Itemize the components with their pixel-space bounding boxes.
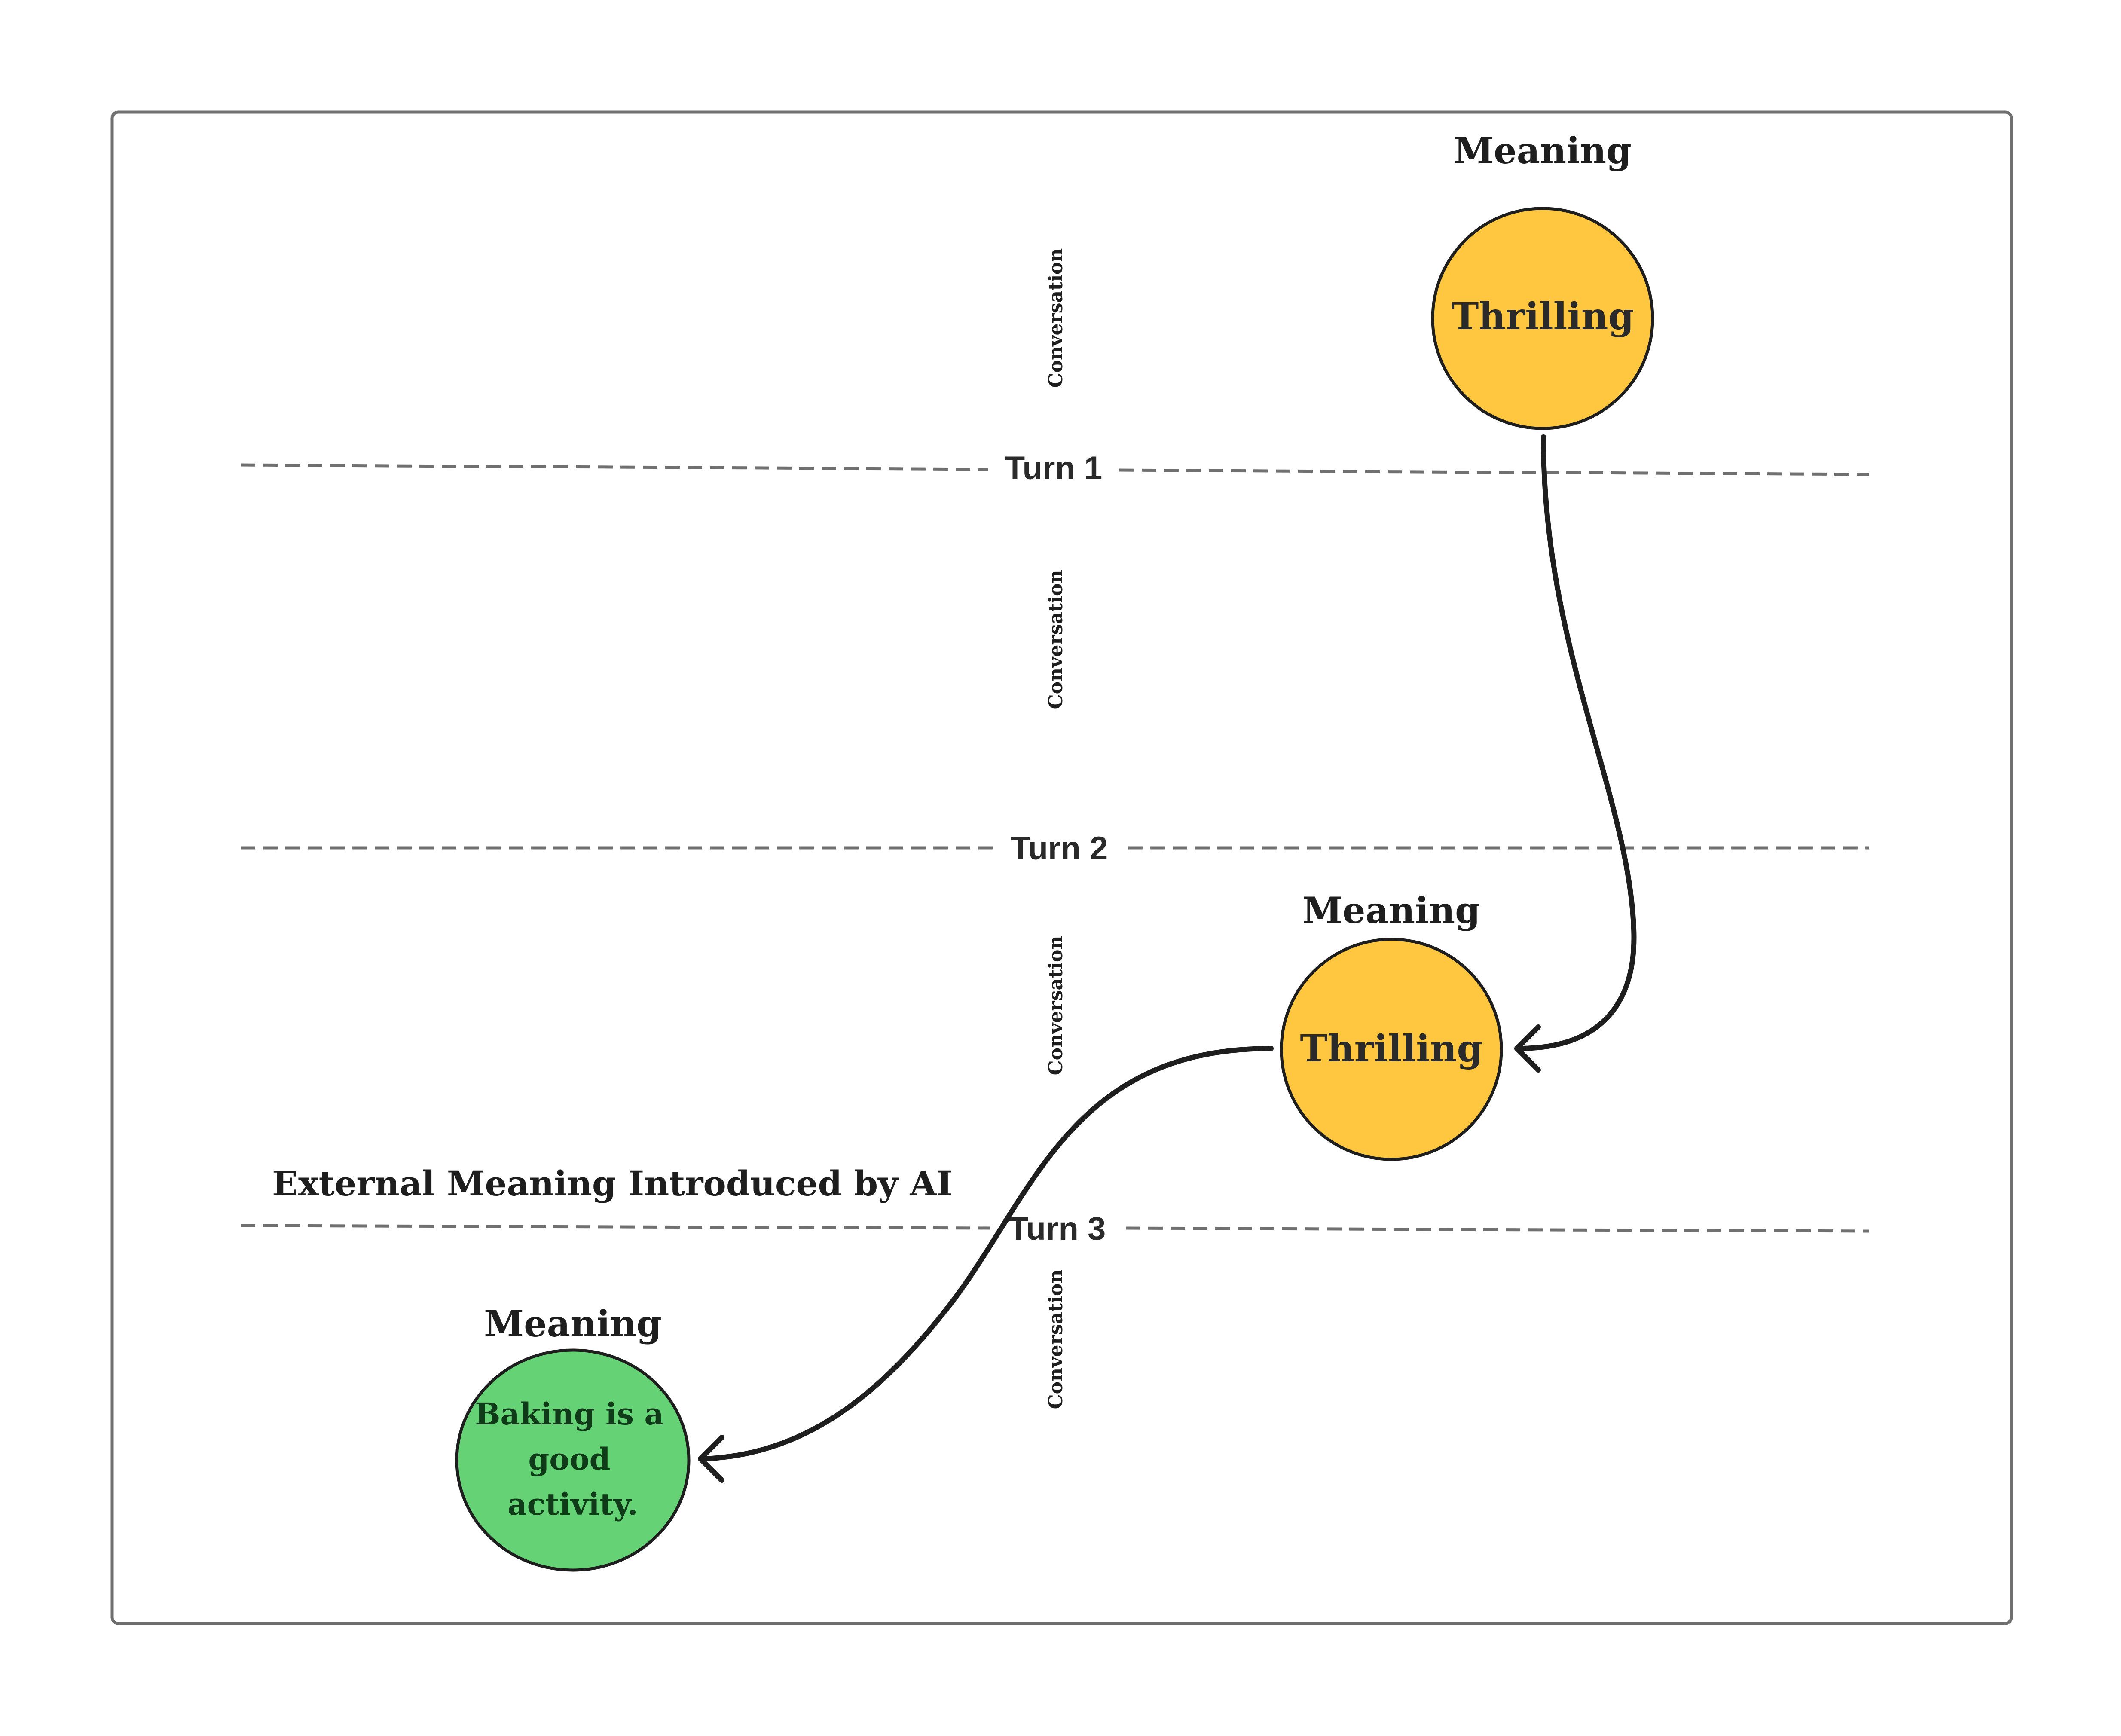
meaning-node-3: Meaning Baking is a good activity. [455, 1302, 691, 1572]
meaning-text-3-line-2: good [528, 1441, 610, 1477]
turn-label-1: Turn 1 [1005, 450, 1103, 486]
meaning-text-2: Thrilling [1300, 1027, 1482, 1070]
arrow-meaning-1-to-2 [1514, 434, 1637, 1073]
conversation-label-4: Conversation [1045, 1270, 1067, 1409]
meaning-circle-3 [455, 1348, 691, 1572]
conversation-label-2: Conversation [1045, 570, 1067, 709]
turn-label-3: Turn 3 [1009, 1210, 1106, 1247]
meaning-node-1: Meaning Thrilling [1431, 129, 1654, 430]
meaning-text-3-line-3: activity. [507, 1486, 638, 1522]
arrow-meaning-2-to-3 [698, 1046, 1274, 1483]
diagram-frame [110, 110, 2013, 1625]
meaning-heading-2: Meaning [1302, 889, 1480, 932]
meaning-text-3-line-1: Baking is a [475, 1396, 664, 1432]
turn-divider-1: Turn 1 [240, 450, 1870, 486]
turn-label-2: Turn 2 [1011, 830, 1108, 867]
meaning-circle-1 [1431, 207, 1654, 430]
conversation-label-1: Conversation [1045, 248, 1067, 388]
meaning-heading-3: Meaning [484, 1302, 662, 1345]
turn-divider-2: Turn 2 [241, 830, 1869, 867]
meaning-circle-2 [1280, 938, 1503, 1161]
conversation-label-3: Conversation [1045, 936, 1067, 1076]
external-meaning-label: External Meaning Introduced by AI [272, 1163, 953, 1204]
turn-divider-3: Turn 3 [240, 1210, 1870, 1247]
meaning-text-1: Thrilling [1451, 295, 1634, 338]
meaning-heading-1: Meaning [1454, 129, 1632, 172]
meaning-node-2: Meaning Thrilling [1280, 889, 1503, 1161]
